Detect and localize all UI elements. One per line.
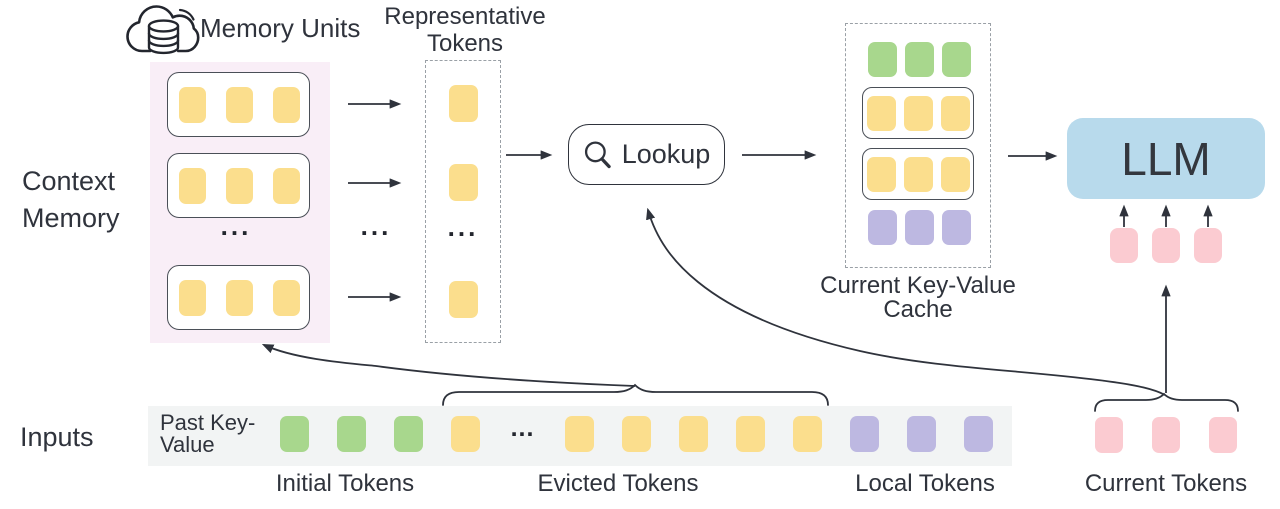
token-yellow <box>565 416 594 452</box>
token-yellow <box>940 156 970 192</box>
token-yellow <box>226 279 253 316</box>
token-yellow <box>273 167 300 204</box>
token-pink <box>1194 228 1222 263</box>
arrow-evicted-to-context-memory <box>261 344 636 387</box>
straight-arrows <box>348 99 1213 393</box>
context-memory-label: Context Memory <box>22 166 120 233</box>
token-purple <box>942 210 971 245</box>
ellipsis: ... <box>510 413 535 442</box>
token-yellow <box>866 95 896 131</box>
token-purple <box>907 416 936 452</box>
token-yellow <box>793 416 822 452</box>
representative-tokens-box: ... <box>425 60 501 343</box>
inputs-label: Inputs <box>20 422 94 452</box>
token-green <box>280 416 309 452</box>
initial-tokens-label: Initial Tokens <box>275 470 415 497</box>
search-icon <box>584 141 611 168</box>
token-yellow <box>449 85 478 122</box>
token-yellow <box>736 416 765 452</box>
token-green <box>942 42 971 77</box>
token-yellow <box>226 86 253 123</box>
current-kv-cache-label: Current Key-Value Cache <box>820 272 1016 323</box>
cache-row-memory-unit-2 <box>862 148 974 200</box>
token-purple <box>964 416 993 452</box>
token-yellow <box>226 167 253 204</box>
token-yellow <box>903 95 933 131</box>
current-kv-cache-box <box>845 23 991 268</box>
current-tokens-label: Current Tokens <box>1084 470 1248 497</box>
token-yellow <box>449 281 478 318</box>
brace-evicted-tokens <box>442 383 829 406</box>
memory-unit-1 <box>167 72 310 137</box>
token-yellow <box>903 156 933 192</box>
memory-units-label: Memory Units <box>200 13 361 43</box>
brace-current-tokens <box>1094 392 1239 412</box>
braces <box>442 383 1239 412</box>
token-yellow <box>273 86 300 123</box>
token-pink <box>1095 417 1123 453</box>
token-purple <box>905 210 934 245</box>
context-memory-box: ... <box>150 62 330 343</box>
current-tokens-row <box>1095 417 1237 453</box>
token-yellow <box>273 279 300 316</box>
memory-unit-2 <box>167 153 310 218</box>
memory-unit-3 <box>167 265 310 330</box>
cache-row-memory-unit-1 <box>862 87 974 139</box>
token-yellow <box>449 164 478 201</box>
token-yellow <box>179 86 206 123</box>
token-green <box>868 42 897 77</box>
token-pink <box>1110 228 1138 263</box>
memory-ellipsis: ... <box>220 211 252 241</box>
llm-label: LLM <box>1121 132 1211 185</box>
lookup-label: Lookup <box>621 139 711 169</box>
database-icon <box>147 19 180 55</box>
token-yellow <box>679 416 708 452</box>
token-pink <box>1152 228 1180 263</box>
token-yellow <box>179 167 206 204</box>
token-yellow <box>451 416 480 452</box>
cache-row-initial <box>868 42 971 77</box>
token-green <box>394 416 423 452</box>
mid-ellipsis: ... <box>360 211 392 241</box>
past-kv-tokens: ... <box>280 413 993 452</box>
llm-box: LLM <box>1067 118 1265 199</box>
token-green <box>905 42 934 77</box>
arrow-current-tokens-to-lookup <box>646 207 1166 396</box>
token-yellow <box>622 416 651 452</box>
representative-ellipsis: ... <box>447 212 479 242</box>
representative-tokens-label: Representative Tokens <box>384 3 546 57</box>
lookup-box: Lookup <box>568 124 725 185</box>
local-tokens-label: Local Tokens <box>855 470 995 497</box>
curved-arrows <box>261 207 1166 396</box>
token-yellow <box>179 279 206 316</box>
cache-row-local <box>868 210 971 245</box>
past-key-value-label: Past Key-Value <box>160 410 256 457</box>
token-purple <box>850 416 879 452</box>
token-yellow <box>866 156 896 192</box>
token-green <box>337 416 366 452</box>
token-pink <box>1209 417 1237 453</box>
memory-cloud-icon <box>126 5 200 55</box>
token-yellow <box>940 95 970 131</box>
token-pink <box>1152 417 1180 453</box>
token-purple <box>868 210 897 245</box>
evicted-tokens-label: Evicted Tokens <box>537 470 699 497</box>
llm-input-tokens <box>1110 228 1222 263</box>
